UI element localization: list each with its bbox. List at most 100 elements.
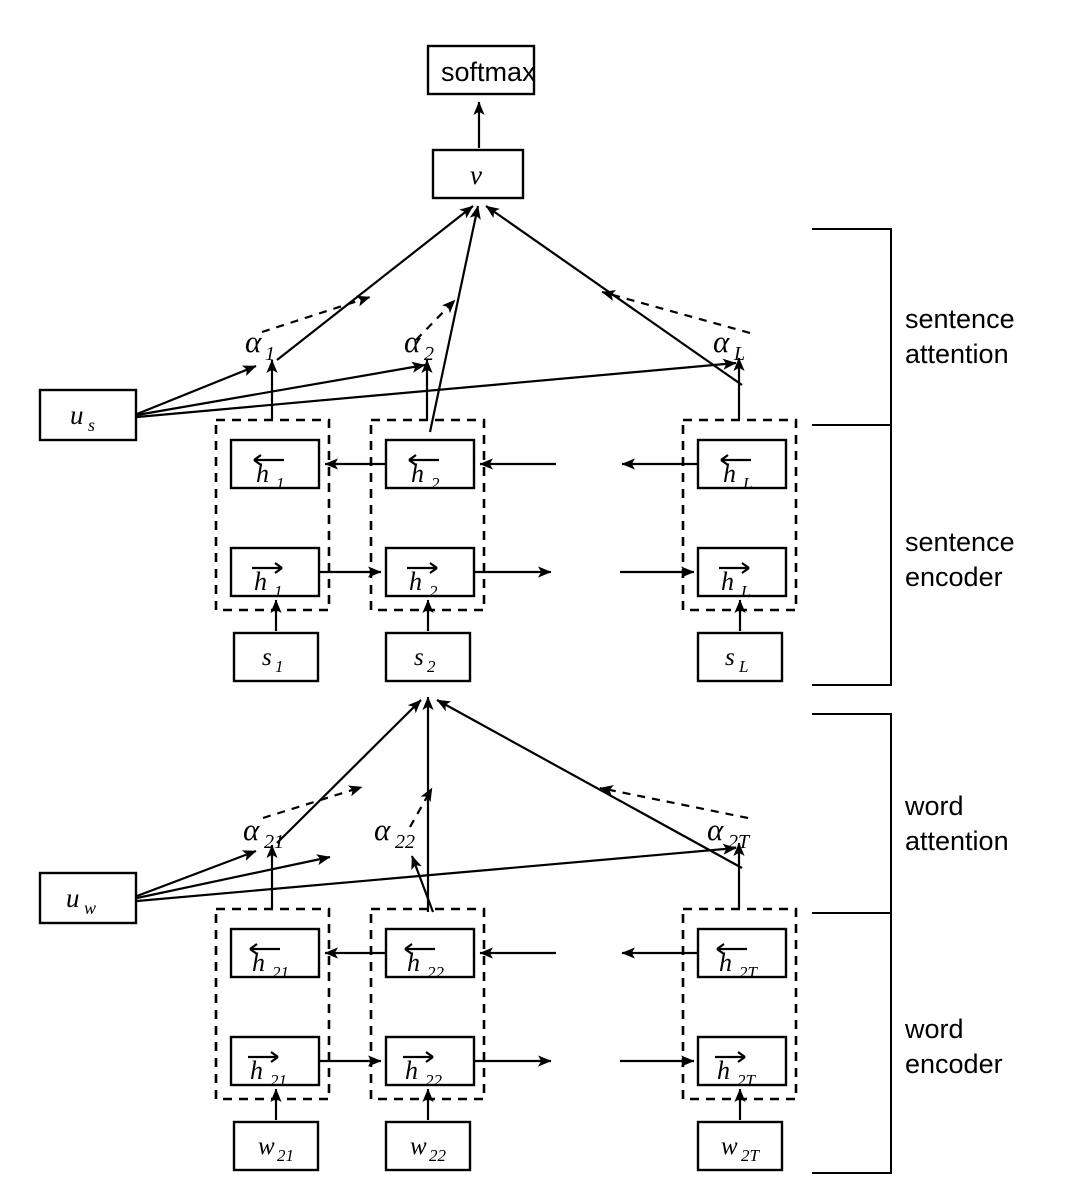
sentence-encoder-group-2: [369, 418, 486, 612]
svg-text:α: α: [707, 812, 724, 847]
u-w-label: u w: [66, 883, 96, 918]
svg-text:1: 1: [274, 582, 283, 601]
v-label: v: [470, 160, 482, 190]
sentence-h-backward-1: h 1: [253, 454, 285, 493]
word-attention-dashed-arrows: [262, 785, 749, 828]
svg-text:sentence: sentence: [905, 304, 1015, 334]
svg-text:word: word: [904, 1014, 964, 1044]
svg-text:L: L: [742, 474, 752, 493]
svg-text:h: h: [252, 948, 265, 977]
alpha-label-w2T: α 2T: [707, 812, 751, 853]
svg-text:sentence: sentence: [905, 527, 1015, 557]
sentence-encoder-group-1: [214, 418, 331, 612]
softmax-label: softmax: [441, 57, 536, 87]
svg-text:α: α: [245, 324, 262, 359]
svg-text:L: L: [733, 343, 745, 365]
u-s-node: [38, 388, 138, 442]
svg-text:2T: 2T: [737, 1071, 757, 1090]
svg-text:u: u: [70, 400, 84, 430]
sentence-encoder-group-L: [681, 418, 798, 612]
svg-text:2: 2: [431, 474, 440, 493]
s-node-2: s 2: [384, 599, 472, 683]
w-node-21: w 21: [232, 1088, 320, 1172]
alpha-label-s2: α 2: [404, 324, 434, 365]
bracket-label-sentence-attention: sentence attention: [905, 304, 1015, 369]
svg-text:h: h: [723, 459, 736, 488]
sentence-attention-dashed-arrows: [261, 290, 751, 341]
svg-text:α: α: [243, 812, 260, 847]
svg-text:22: 22: [395, 831, 415, 853]
bracket-label-word-attention: word attention: [904, 791, 1009, 856]
svg-text:w: w: [258, 1133, 275, 1160]
svg-text:2T: 2T: [728, 831, 751, 853]
alpha-label-sL: α L: [713, 324, 745, 365]
svg-text:1: 1: [275, 657, 284, 676]
sentence-h-backward-L: h L: [720, 454, 752, 493]
svg-text:encoder: encoder: [905, 562, 1003, 592]
bracket-sentence-encoder: [812, 424, 892, 686]
svg-text:1: 1: [265, 343, 275, 365]
svg-text:h: h: [719, 948, 732, 977]
svg-text:w: w: [84, 898, 96, 918]
svg-text:s: s: [88, 415, 95, 435]
word-h-backward-21: h 21: [249, 943, 289, 982]
svg-text:α: α: [404, 324, 421, 359]
svg-text:L: L: [740, 582, 750, 601]
svg-text:u: u: [66, 883, 80, 913]
word-encoder-group-T: [681, 907, 798, 1101]
svg-text:2: 2: [427, 657, 436, 676]
u-s-to-alpha-arrows: [136, 358, 737, 419]
svg-text:1: 1: [276, 474, 285, 493]
word-h-backward-2T: h 2T: [716, 943, 759, 982]
svg-text:21: 21: [264, 831, 284, 853]
svg-text:h: h: [250, 1056, 263, 1085]
svg-text:α: α: [713, 324, 730, 359]
svg-text:h: h: [409, 567, 422, 596]
svg-text:2: 2: [424, 343, 434, 365]
svg-text:s: s: [262, 644, 272, 671]
svg-text:h: h: [405, 1056, 418, 1085]
sentence-h-forward-1: h 1: [252, 562, 283, 601]
svg-text:22: 22: [425, 1071, 443, 1090]
svg-text:h: h: [254, 567, 267, 596]
bracket-word-encoder: [812, 912, 892, 1174]
svg-text:s: s: [414, 644, 424, 671]
bracket-label-word-encoder: word encoder: [904, 1014, 1003, 1079]
svg-text:22: 22: [427, 963, 445, 982]
svg-text:s: s: [725, 644, 735, 671]
w-node-2T: w 2T: [696, 1088, 784, 1172]
s-node-L: s L: [696, 599, 784, 683]
sentence-h-backward-2: h 2: [408, 454, 440, 493]
word-encoder-group-2: [369, 907, 486, 1101]
svg-text:h: h: [717, 1056, 730, 1085]
word-h-forward-22: h 22: [403, 1051, 443, 1090]
alpha-label-w22: α 22: [374, 812, 415, 853]
u-w-to-alpha-arrows: [136, 843, 737, 903]
svg-text:word: word: [904, 791, 964, 821]
word-hidden-to-alpha-arrows: [266, 842, 745, 913]
svg-text:w: w: [410, 1133, 427, 1160]
svg-text:w: w: [721, 1133, 738, 1160]
svg-text:encoder: encoder: [905, 1049, 1003, 1079]
svg-text:21: 21: [277, 1146, 294, 1165]
alpha-label-s1: α 1: [245, 324, 275, 365]
svg-text:h: h: [411, 459, 424, 488]
svg-text:h: h: [256, 459, 269, 488]
svg-text:L: L: [738, 657, 748, 676]
svg-text:21: 21: [272, 963, 289, 982]
svg-text:2T: 2T: [741, 1146, 761, 1165]
sentence-h-forward-L: h L: [719, 562, 750, 601]
bracket-word-attention: [812, 713, 892, 914]
word-h-forward-21: h 21: [248, 1051, 287, 1090]
softmax-node: [426, 44, 536, 96]
arrows-to-s2: [276, 696, 743, 912]
svg-text:2: 2: [429, 582, 438, 601]
u-w-node: [38, 871, 138, 925]
alpha-label-w21: α 21: [243, 812, 284, 853]
bracket-label-sentence-encoder: sentence encoder: [905, 527, 1015, 592]
s-node-1: s 1: [232, 599, 320, 683]
word-h-forward-2T: h 2T: [715, 1051, 757, 1090]
svg-text:attention: attention: [905, 826, 1009, 856]
svg-text:h: h: [407, 948, 420, 977]
